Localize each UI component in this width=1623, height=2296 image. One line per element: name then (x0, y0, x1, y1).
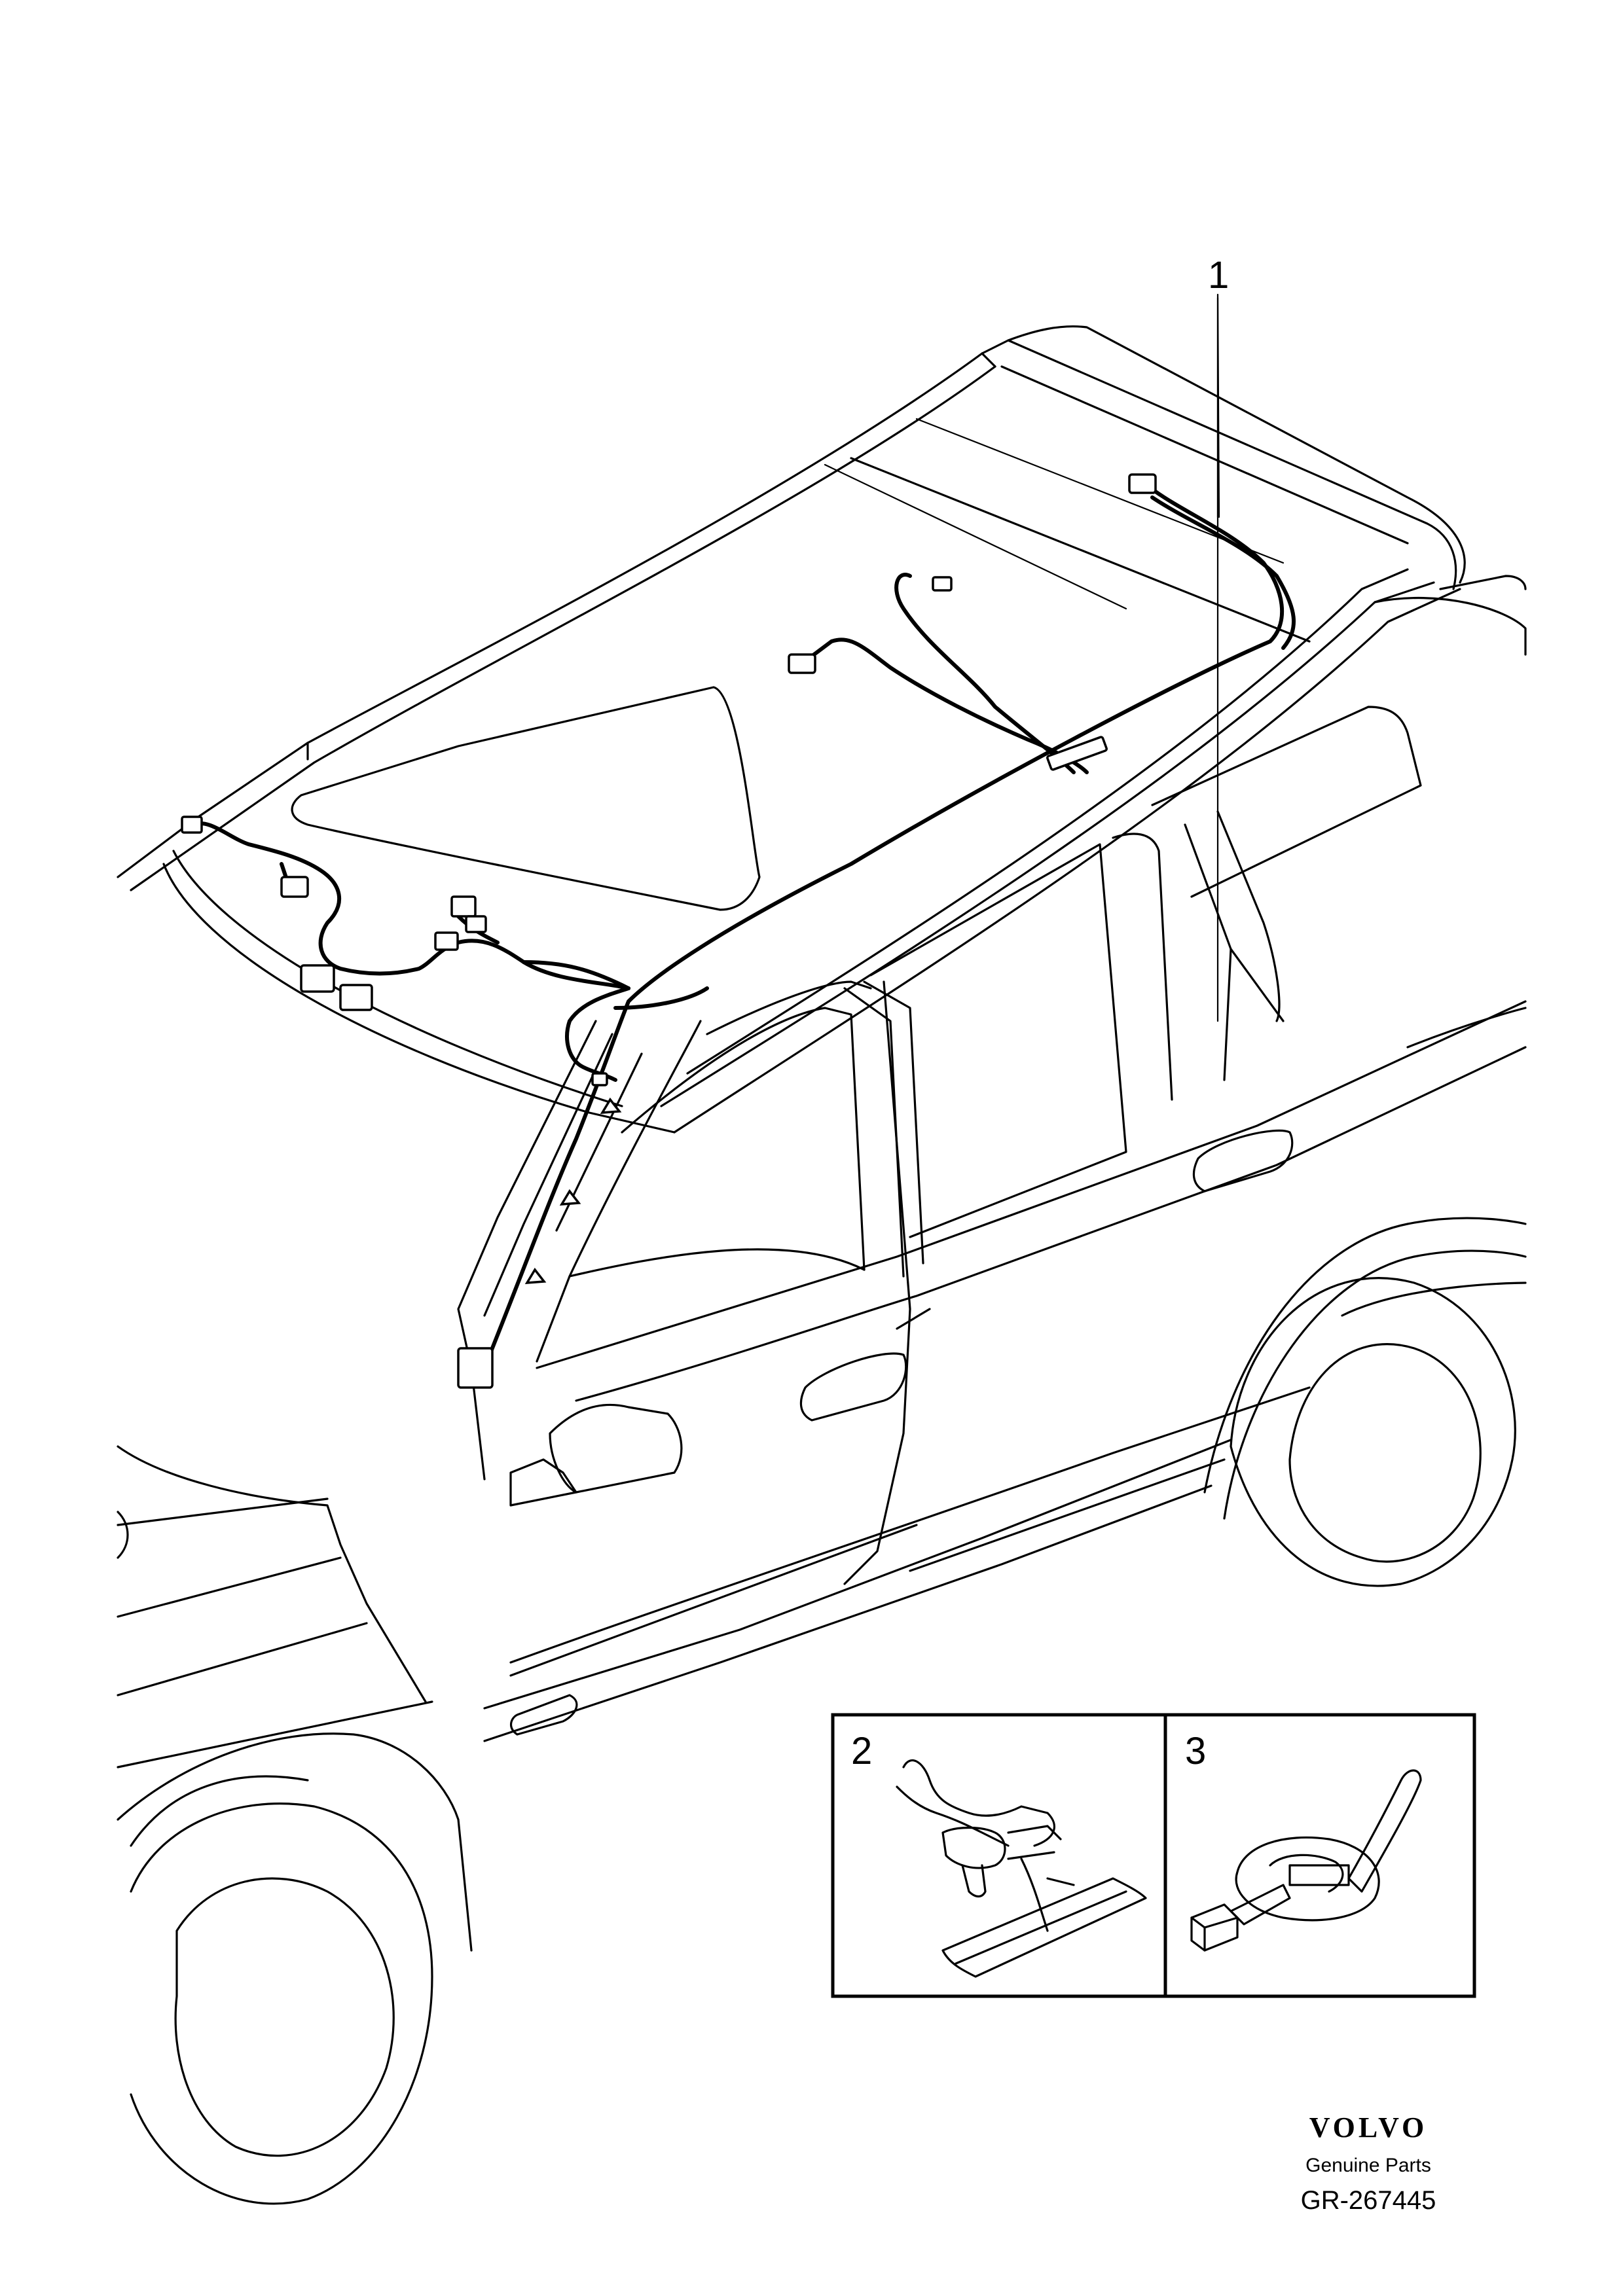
wiring-harness (191, 482, 1296, 1370)
clip-item-2 (896, 1759, 1147, 1978)
car-body-outline (117, 325, 1527, 1134)
car-side-outline (117, 706, 1527, 2205)
callout-1: 1 (1208, 254, 1229, 296)
callout-3: 3 (1185, 1730, 1206, 1772)
detail-inset: 2 3 (831, 1713, 1476, 1998)
brand-subtitle: Genuine Parts (1305, 2155, 1431, 2176)
harness-connectors (181, 473, 1157, 1389)
figure-code: GR-267445 (1300, 2186, 1436, 2215)
brand-logo: VOLVO (1309, 2111, 1428, 2144)
mount-item-3 (1190, 1769, 1422, 1952)
callout-2: 2 (851, 1730, 872, 1772)
